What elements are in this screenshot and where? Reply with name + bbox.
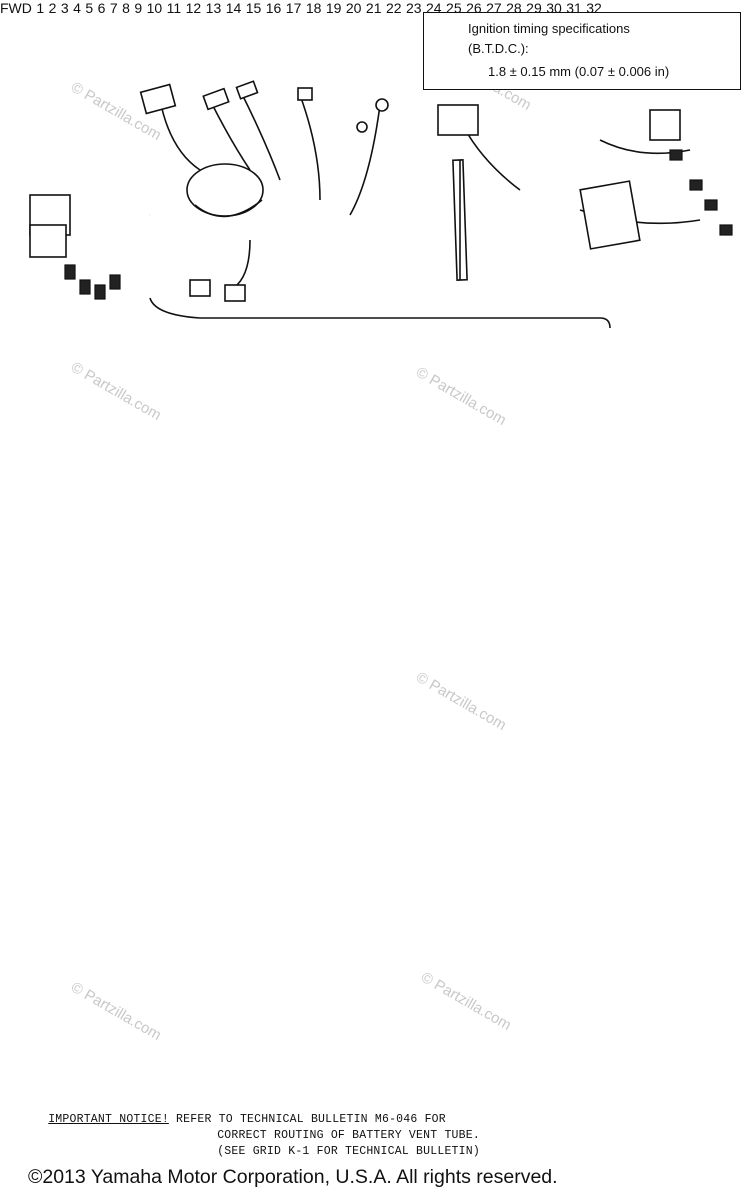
- notice-label: IMPORTANT NOTICE!: [48, 1113, 169, 1126]
- fwd-label: FWD: [0, 0, 32, 16]
- ignition-timing-spec-box: Ignition timing specifications (B.T.D.C.…: [423, 12, 741, 90]
- forward-arrow: FWD: [0, 0, 36, 17]
- watermark-text: © Partzilla.com: [413, 364, 509, 429]
- callout-8: 8: [122, 0, 130, 16]
- callout-5: 5: [85, 0, 94, 16]
- callout-6: 6: [97, 0, 106, 16]
- callout-23: 23: [405, 0, 422, 16]
- callout-18: 18: [305, 0, 322, 16]
- callout-20: 20: [345, 0, 362, 16]
- callout-11: 11: [166, 0, 182, 16]
- callout-13: 13: [205, 0, 222, 16]
- notice-line-3-row: (SEE GRID K-1 FOR TECHNICAL BULLETIN): [203, 1132, 480, 1158]
- callout-1: 1: [36, 0, 45, 16]
- callout-7: 7: [109, 0, 118, 16]
- callout-22: 22: [385, 0, 402, 16]
- callout-3: 3: [60, 0, 69, 16]
- spec-title: Ignition timing specifications: [468, 21, 630, 36]
- important-notice: IMPORTANT NOTICE! REFER TO TECHNICAL BUL…: [34, 1100, 446, 1126]
- callout-19: 19: [325, 0, 342, 16]
- cable-tie[interactable]: [452, 159, 468, 281]
- spec-subtitle: (B.T.D.C.):: [468, 41, 529, 56]
- callout-16: 16: [265, 0, 282, 16]
- callout-2: 2: [48, 0, 57, 16]
- notice-line-1: REFER TO TECHNICAL BULLETIN M6-046 FOR: [168, 1113, 446, 1126]
- callout-17: 17: [285, 0, 302, 16]
- notice-line-2: CORRECT ROUTING OF BATTERY VENT TUBE.: [217, 1129, 480, 1142]
- copyright-text: ©2013 Yamaha Motor Corporation, U.S.A. A…: [28, 1166, 558, 1188]
- callout-15: 15: [245, 0, 262, 16]
- callout-12: 12: [185, 0, 202, 16]
- watermark-text: © Partzilla.com: [413, 669, 509, 734]
- callout-21: 21: [365, 0, 382, 16]
- spec-value: 1.8 ± 0.15 mm (0.07 ± 0.006 in): [488, 64, 670, 79]
- watermark-text: © Partzilla.com: [418, 969, 514, 1034]
- wire-harness[interactable]: [29, 80, 733, 329]
- callout-10: 10: [146, 0, 163, 16]
- callout-9: 9: [134, 0, 143, 16]
- watermark-text: © Partzilla.com: [68, 359, 164, 424]
- callout-14: 14: [225, 0, 242, 16]
- notice-line-3: (SEE GRID K-1 FOR TECHNICAL BULLETIN): [217, 1145, 480, 1158]
- callout-4: 4: [73, 0, 81, 16]
- watermark-text: © Partzilla.com: [68, 979, 164, 1044]
- notice-line-2-row: CORRECT ROUTING OF BATTERY VENT TUBE.: [203, 1116, 480, 1142]
